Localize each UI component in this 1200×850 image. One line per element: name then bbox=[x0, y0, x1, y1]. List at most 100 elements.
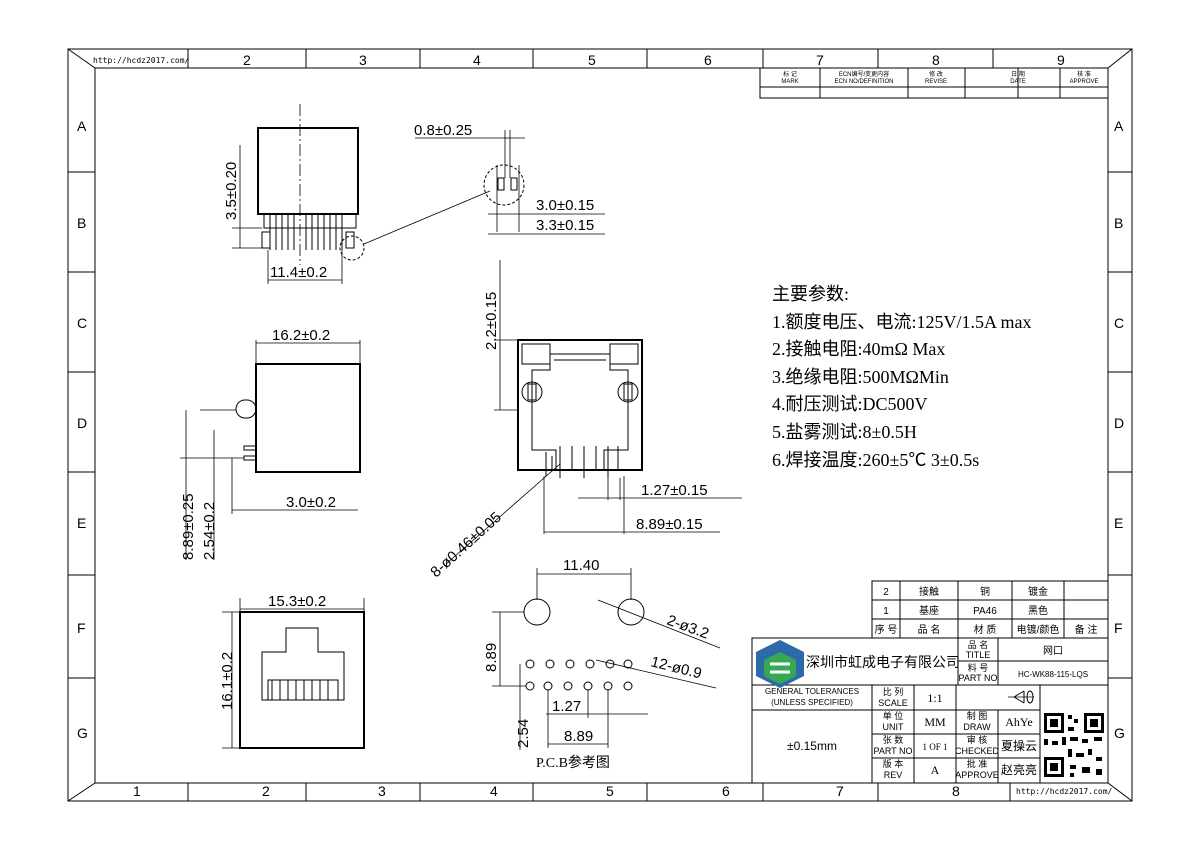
specs-list: 主要参数: 1.额度电压、电流:125V/1.5A max 2.接触电阻:40m… bbox=[772, 284, 1032, 470]
dim-16.2: 16.2±0.2 bbox=[272, 327, 330, 344]
title-value: 网口 bbox=[1043, 645, 1063, 657]
spec-line-5: 5.盐雾测试:8±0.5H bbox=[772, 422, 917, 442]
unit-label-cn: 单 位 bbox=[883, 710, 904, 721]
bottom-zone-labels: 1 2 3 4 5 6 7 8 bbox=[133, 783, 960, 799]
tolerance-sub: (UNLESS SPECIFIED) bbox=[771, 698, 853, 707]
scale-value: 1:1 bbox=[927, 691, 942, 705]
zone-top-6: 6 bbox=[704, 52, 712, 68]
side-view: 16.2±0.2 3.0±0.2 8.89±0.25 2.54±0.2 bbox=[180, 327, 361, 560]
projection-symbol bbox=[1008, 690, 1034, 704]
check-value: 夏操云 bbox=[1001, 738, 1037, 753]
revision-block: 标 记 MARK ECN编号/变更内容 ECN NO/DEFINITION 修 … bbox=[759, 67, 1109, 99]
dim-3.0-detail: 3.0±0.15 bbox=[536, 197, 594, 214]
zone-left-A: A bbox=[77, 118, 87, 134]
side-zone-ticks bbox=[68, 171, 1132, 679]
pcb-dim-mount-holes: 2-ø3.2 bbox=[665, 612, 712, 643]
zone-left-C: C bbox=[77, 315, 87, 331]
zone-top-9: 9 bbox=[1057, 52, 1065, 68]
dim-2.54-side: 2.54±0.2 bbox=[201, 502, 218, 560]
left-zone-labels: A B C D E F G bbox=[77, 118, 88, 741]
rev-head-ecn-en: ECN NO/DEFINITION bbox=[834, 79, 893, 85]
bom-r2-name: 基座 bbox=[919, 604, 939, 617]
zone-bottom-6: 6 bbox=[722, 783, 730, 799]
partno-label-en: PART NO bbox=[958, 673, 997, 683]
jack-view: 15.3±0.2 16.1±0.2 bbox=[219, 593, 365, 749]
sheet-label-cn: 张 数 bbox=[883, 734, 904, 745]
pcb-dim-1.27: 1.27 bbox=[552, 698, 581, 715]
front-view: 2.2±0.15 1.27±0.15 8.89±0.15 8-ø0.46±0.0… bbox=[427, 260, 742, 581]
dim-3.5: 3.5±0.20 bbox=[223, 162, 240, 220]
rev-head-revise-cn: 修 改 bbox=[929, 70, 943, 78]
title-block: 深圳市虹成电子有限公司 品 名 TITLE 料 号 PART NO 网口 HC-… bbox=[751, 637, 1109, 784]
partno-label-cn: 料 号 bbox=[968, 662, 989, 673]
zone-top-7: 7 bbox=[816, 52, 824, 68]
unit-value: MM bbox=[924, 715, 946, 729]
rev-label-cn: 版 本 bbox=[883, 758, 904, 769]
zone-bottom-1: 1 bbox=[133, 783, 141, 799]
bom-head-name: 品 名 bbox=[918, 623, 941, 636]
approve-label-cn: 批 准 bbox=[967, 758, 988, 769]
top-view: 3.5±0.20 11.4±0.2 bbox=[223, 104, 491, 284]
url-top-left: http://hcdz2017.com/ bbox=[93, 56, 190, 65]
dim-15.3: 15.3±0.2 bbox=[268, 593, 326, 610]
bom-r1-no: 2 bbox=[883, 587, 889, 598]
rev-head-approve-cn: 核 准 bbox=[1077, 70, 1091, 78]
pcb-dim-11.40: 11.40 bbox=[563, 557, 599, 574]
spec-line-2: 2.接触电阻:40mΩ Max bbox=[772, 339, 945, 359]
zone-left-G: G bbox=[77, 725, 88, 741]
zone-left-F: F bbox=[77, 620, 86, 636]
zone-right-B: B bbox=[1114, 215, 1123, 231]
sheet-value: 1 OF 1 bbox=[922, 742, 947, 752]
pcb-caption: P.C.B参考图 bbox=[536, 754, 610, 771]
dim-11.4: 11.4±0.2 bbox=[270, 264, 327, 281]
zone-right-E: E bbox=[1114, 515, 1123, 531]
rev-label-en: REV bbox=[884, 770, 903, 780]
bom-head-finish: 电镀/颜色 bbox=[1017, 623, 1060, 636]
draw-value: AhYe bbox=[1005, 715, 1032, 729]
zone-top-4: 4 bbox=[473, 52, 481, 68]
draw-label-cn: 制 图 bbox=[967, 710, 988, 721]
company-logo bbox=[756, 640, 804, 688]
check-label-en: CHECKED bbox=[955, 746, 1000, 756]
zone-right-A: A bbox=[1114, 118, 1124, 134]
draw-label-en: DRAW bbox=[963, 722, 991, 732]
bom-r1-finish: 镀金 bbox=[1028, 585, 1048, 598]
zone-right-G: G bbox=[1114, 725, 1125, 741]
spec-line-6: 6.焊接温度:260±5℃ 3±0.5s bbox=[772, 450, 979, 470]
inner-frame bbox=[94, 67, 1109, 784]
rev-head-mark-en: MARK bbox=[781, 79, 798, 85]
approve-value: 赵亮亮 bbox=[1001, 762, 1037, 777]
rev-head-approve-en: APPROVE bbox=[1069, 79, 1098, 85]
pcb-dim-2.54: 2.54 bbox=[515, 719, 532, 748]
tolerance-value: ±0.15mm bbox=[787, 739, 837, 753]
bottom-zone-ticks bbox=[187, 783, 1011, 801]
part-number: HC-WK88-115-LQS bbox=[1018, 670, 1088, 679]
rev-head-date-cn: 日 期 bbox=[1011, 70, 1025, 78]
pcb-dim-8.89-vertical: 8.89 bbox=[483, 643, 500, 672]
zone-bottom-7: 7 bbox=[836, 783, 844, 799]
title-label-en: TITLE bbox=[966, 650, 991, 660]
bom-head-note: 备 注 bbox=[1075, 623, 1098, 636]
bom-head-no: 序 号 bbox=[875, 623, 898, 636]
qr-code bbox=[1044, 713, 1104, 777]
company-name: 深圳市虹成电子有限公司 bbox=[806, 654, 960, 671]
bom-r1-name: 接触 bbox=[919, 585, 939, 598]
approve-label-en: APPROVE bbox=[955, 770, 999, 780]
rev-value: A bbox=[931, 763, 940, 777]
zone-bottom-8: 8 bbox=[952, 783, 960, 799]
scale-label-cn: 比 列 bbox=[883, 686, 904, 697]
zone-left-D: D bbox=[77, 415, 87, 431]
bom-r2-no: 1 bbox=[883, 606, 889, 617]
top-zone-ticks bbox=[187, 49, 994, 68]
dim-3.3-detail: 3.3±0.15 bbox=[536, 217, 594, 234]
pcb-view: 11.40 8.89 2-ø3.2 12-ø0.9 1.27 2.54 8.89… bbox=[483, 557, 721, 771]
zone-right-F: F bbox=[1114, 620, 1123, 636]
spec-line-3: 3.绝缘电阻:500MΩMin bbox=[772, 367, 949, 387]
detail-view: 0.8±0.25 3.0±0.15 3.3±0.15 bbox=[414, 122, 605, 235]
bom-r2-finish: 黑色 bbox=[1028, 604, 1048, 617]
bom-head-material: 材 质 bbox=[974, 623, 997, 636]
unit-label-en: UNIT bbox=[883, 722, 904, 732]
url-bottom-right: http://hcdz2017.com/ bbox=[1016, 787, 1113, 796]
outer-frame bbox=[67, 48, 1133, 802]
rev-head-revise-en: REVISE bbox=[925, 79, 947, 85]
